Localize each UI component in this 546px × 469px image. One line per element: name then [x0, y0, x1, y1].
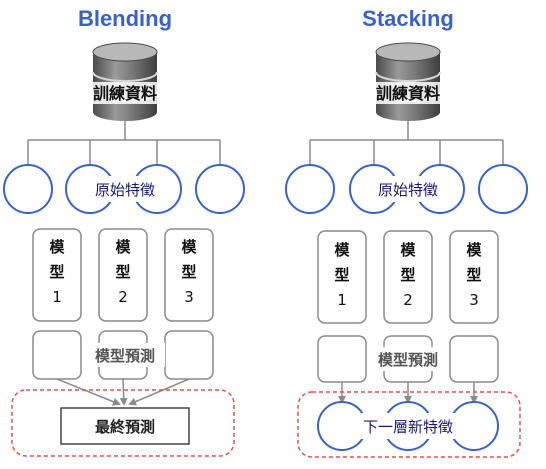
model-2-num: 2	[118, 288, 128, 306]
stacking-new-feature-group	[297, 391, 521, 458]
model-1-char1: 模	[334, 241, 350, 259]
prediction-box	[164, 330, 214, 380]
prediction-box	[449, 335, 499, 383]
model-1-num: 1	[337, 291, 347, 309]
stacking-database-label: 訓練資料	[376, 84, 440, 103]
model-1-char2: 型	[334, 266, 349, 284]
model-2-char1: 模	[115, 238, 131, 256]
stacking-panel: Stacking 訓練資料 原始特徵	[285, 6, 528, 458]
model-box-3	[164, 228, 214, 322]
final-prediction-box	[60, 407, 190, 445]
feature-circle	[3, 164, 53, 214]
blending-feature-label: 原始特徵	[95, 181, 155, 199]
stacking-feature-label: 原始特徵	[378, 181, 438, 199]
model-box-3	[449, 230, 499, 324]
model-1-char2: 型	[49, 263, 64, 281]
model-3-char2: 型	[466, 266, 481, 284]
model-2-char2: 型	[400, 266, 415, 284]
prediction-box	[32, 330, 82, 380]
stacking-tree-connector	[309, 121, 504, 165]
model-box-1	[32, 228, 82, 322]
model-box-2	[383, 230, 433, 324]
model-3-char1: 模	[466, 241, 482, 259]
blending-tree-connector	[27, 121, 221, 165]
stacking-models: 模 型 1 模 型 2 模 型 3	[317, 230, 499, 324]
stacking-title: Stacking	[362, 6, 454, 31]
blending-database-label: 訓練資料	[93, 84, 157, 103]
stacking-prediction-label: 模型預測	[378, 351, 438, 369]
feature-circle	[195, 164, 245, 214]
feature-circle	[285, 164, 335, 214]
model-3-char1: 模	[181, 238, 197, 256]
model-2-char2: 型	[115, 263, 130, 281]
blending-title: Blending	[78, 6, 172, 31]
final-prediction-label: 最終預測	[95, 418, 155, 436]
new-feature-label: 下一層新特徵	[363, 418, 453, 436]
blending-panel: Blending 訓練資料 原始特徵	[3, 6, 245, 457]
model-box-1	[317, 230, 367, 324]
blending-models: 模 型 1 模 型 2 模 型 3	[32, 228, 214, 322]
prediction-box	[317, 335, 367, 383]
model-1-num: 1	[52, 288, 62, 306]
model-3-num: 3	[184, 288, 194, 306]
blending-prediction-label: 模型預測	[95, 347, 155, 365]
feature-circle	[478, 164, 528, 214]
model-3-char2: 型	[181, 263, 196, 281]
model-2-char1: 模	[400, 241, 416, 259]
blending-arrows	[56, 378, 190, 406]
model-3-num: 3	[469, 291, 479, 309]
blending-final-group	[11, 389, 235, 457]
model-2-num: 2	[403, 291, 413, 309]
model-box-2	[98, 228, 148, 322]
model-1-char1: 模	[49, 238, 65, 256]
